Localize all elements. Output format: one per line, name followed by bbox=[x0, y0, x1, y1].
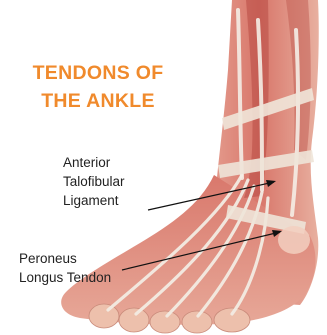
diagram-title-line2: THE ANKLE bbox=[0, 88, 196, 114]
peroneus-label-line2: Longus Tendon bbox=[19, 268, 111, 287]
peroneus-label-line1: Peroneus bbox=[19, 249, 77, 268]
atfl-label-line2: Talofibular bbox=[63, 172, 125, 191]
atfl-label-line1: Anterior bbox=[63, 153, 110, 172]
atfl-label-line3: Ligament bbox=[63, 191, 119, 210]
ankle-bone bbox=[278, 226, 310, 254]
diagram-title-line1: TENDONS OF bbox=[0, 60, 196, 86]
